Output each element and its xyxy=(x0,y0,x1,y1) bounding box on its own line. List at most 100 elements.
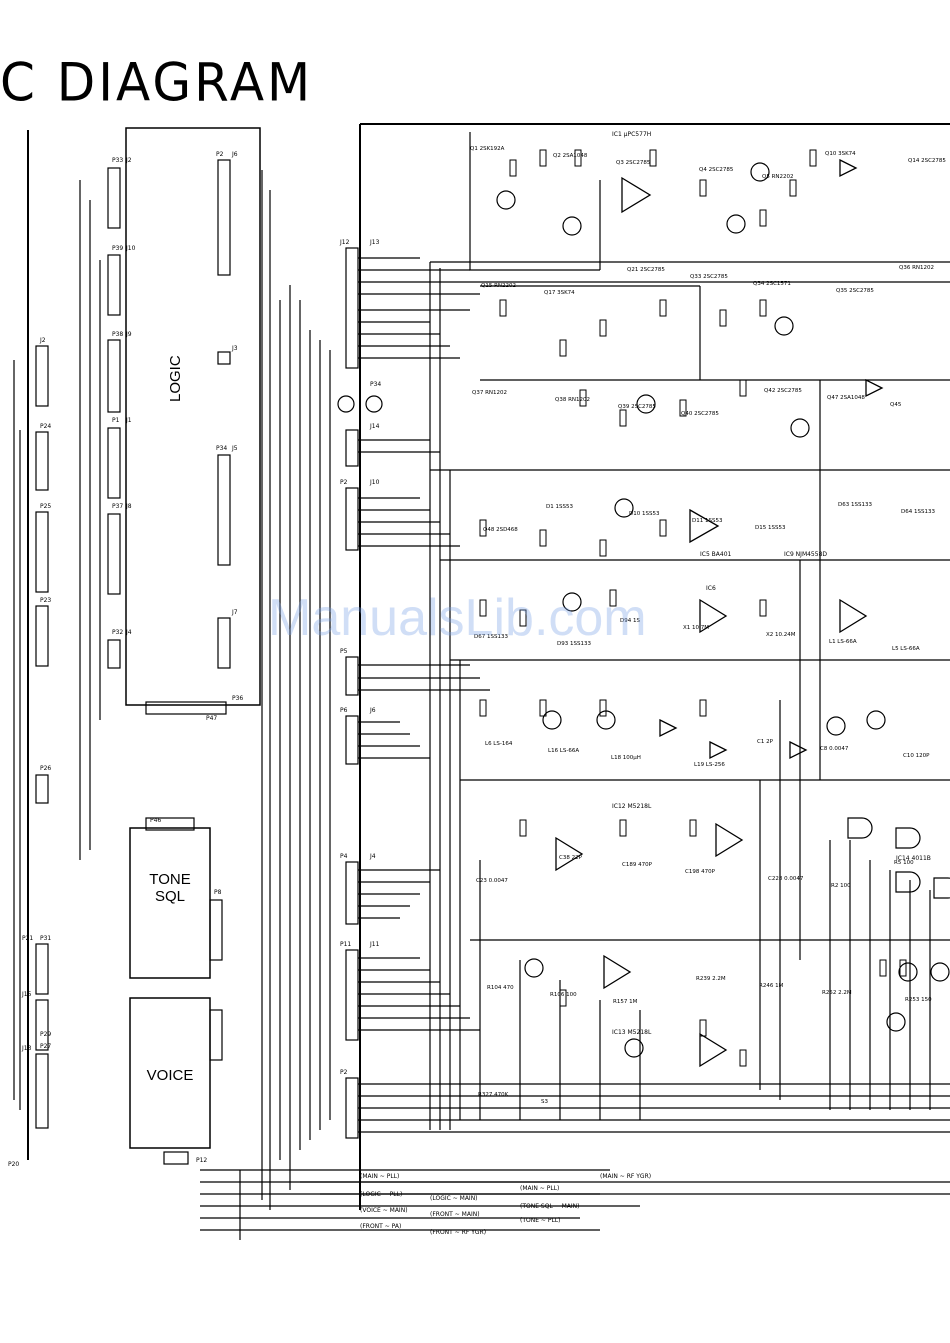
component-label: Q5 RN2202 xyxy=(762,174,794,180)
connector-label: J12 xyxy=(339,239,350,246)
ic-label: IC14 4011B xyxy=(896,855,931,862)
component-label: C228 0.0047 xyxy=(768,876,804,882)
bus-label: (FRONT ~ MAIN) xyxy=(430,1211,480,1218)
bus-label: (TONE ~ PLL) xyxy=(520,1217,561,1224)
connector-label: J7 xyxy=(231,609,238,616)
bus-label: (FRONT ~ PA) xyxy=(360,1223,401,1230)
connector-label: J13 xyxy=(369,239,380,246)
connector-label: P6 xyxy=(340,707,348,714)
connector-label: J2 xyxy=(125,157,132,164)
component-label: D11 1SS53 xyxy=(692,518,723,524)
connector-label: P47 xyxy=(206,715,217,722)
connector-label: P24 xyxy=(40,423,51,430)
connector-label: J15 xyxy=(21,991,32,998)
voice-block-label: VOICE xyxy=(146,1067,194,1084)
component-label: R2 100 xyxy=(831,883,851,889)
ic-label: IC1 µPC577H xyxy=(612,131,651,138)
component-label: L18 100µH xyxy=(611,755,641,761)
connector-label: P25 xyxy=(40,503,51,510)
connector-label: J13 xyxy=(21,1045,32,1052)
component-label: C10 120P xyxy=(903,753,930,759)
connector-label: J14 xyxy=(369,423,380,430)
ic-label: IC5 BA401 xyxy=(700,551,732,558)
component-label: Q2 2SA1048 xyxy=(553,153,588,159)
component-label: S3 xyxy=(541,1099,548,1105)
connector-label: P5 xyxy=(340,648,348,655)
component-label: Q14 2SC2785 xyxy=(908,158,946,164)
ic-label: IC9 NJM4558D xyxy=(784,551,827,558)
connector-label: P32 xyxy=(112,629,123,636)
component-label: X1 10.7M xyxy=(683,625,709,631)
connector-label: J9 xyxy=(125,331,132,338)
connector-label: J4 xyxy=(125,629,132,636)
component-label: L5 LS-66A xyxy=(892,646,920,652)
component-label: R327 470K xyxy=(478,1092,509,1098)
component-label: D67 1SS133 xyxy=(474,634,508,640)
connector-label: P34 xyxy=(370,381,381,388)
bus-label: (MAIN ~ PLL) xyxy=(520,1185,559,1192)
component-label: L16 LS-66A xyxy=(548,748,579,754)
component-label: C198 470P xyxy=(685,869,716,875)
connector-label: J5 xyxy=(231,445,238,452)
connector-label: P23 xyxy=(40,597,51,604)
component-label: Q10 3SK74 xyxy=(825,151,856,157)
connector-label: P11 xyxy=(340,941,351,948)
component-label: Q37 RN1202 xyxy=(472,390,507,396)
component-label: D10 1SS53 xyxy=(629,511,660,517)
connector-label: P26 xyxy=(40,765,51,772)
bus-label: (VOICE ~ MAIN) xyxy=(360,1207,408,1214)
connector-label: J2 xyxy=(39,337,46,344)
component-label: D93 1SS133 xyxy=(557,641,591,647)
connector-label: P29 xyxy=(40,1031,51,1038)
component-label: D15 1SS53 xyxy=(755,525,786,531)
component-label: D63 1SS133 xyxy=(838,502,872,508)
connector-label: J8 xyxy=(125,503,132,510)
component-label: Q36 RN1202 xyxy=(899,265,934,271)
component-label: X2 10.24M xyxy=(766,632,796,638)
component-label: Q1 2SK192A xyxy=(470,146,505,152)
component-label: Q15 RN2202 xyxy=(481,283,516,289)
component-label: R253 150 xyxy=(905,997,932,1003)
component-label: Q4 2SC2785 xyxy=(699,167,734,173)
ic-label: IC13 M5218L xyxy=(612,1029,652,1036)
connector-label: J6 xyxy=(231,151,238,158)
connector-label: P2 xyxy=(340,1069,348,1076)
connector-label: P2 xyxy=(340,479,348,486)
connector-label: P2 xyxy=(216,151,224,158)
connector-label: P20 xyxy=(8,1161,19,1168)
connector-label: J3 xyxy=(231,345,238,352)
component-label: R246 1M xyxy=(759,983,784,989)
component-label: C189 470P xyxy=(622,862,653,868)
component-label: Q21 2SC2785 xyxy=(627,267,665,273)
component-label: Q48 2SD468 xyxy=(483,527,518,533)
component-label: L6 LS-164 xyxy=(485,741,513,747)
ic-label: IC12 M5218L xyxy=(612,803,652,810)
component-label: D64 1SS133 xyxy=(901,509,935,515)
component-label: L19 LS-256 xyxy=(694,762,725,768)
connector-label: J10 xyxy=(125,245,136,252)
bus-label: (LOGIC ~ MAIN) xyxy=(430,1195,478,1202)
connector-label: P37 xyxy=(112,503,123,510)
connector-label: P31 xyxy=(40,935,51,942)
component-label: L1 LS-66A xyxy=(829,639,857,645)
component-label: Q45 xyxy=(890,402,902,408)
component-label: R157 1M xyxy=(613,999,638,1005)
connector-label: P27 xyxy=(40,1043,51,1050)
component-label: R252 2.2M xyxy=(822,990,852,996)
connector-label: P46 xyxy=(150,817,161,824)
bus-label: (MAIN ~ RF YGR) xyxy=(600,1173,651,1180)
watermark: ManualsLib.com xyxy=(268,589,647,647)
component-label: Q42 2SC2785 xyxy=(764,388,802,394)
component-label: R239 2.2M xyxy=(696,976,726,982)
connector-label: J4 xyxy=(369,853,376,860)
diagram-title: C DIAGRAM xyxy=(0,52,314,113)
component-label: Q40 2SC2785 xyxy=(681,411,719,417)
connector-label: J6 xyxy=(369,707,376,714)
connector-label: P34 xyxy=(216,445,227,452)
component-label: R106 100 xyxy=(550,992,577,998)
component-label: Q17 3SK74 xyxy=(544,290,575,296)
component-label: D1 1SS53 xyxy=(546,504,573,510)
ic-label: IC6 xyxy=(706,585,716,592)
